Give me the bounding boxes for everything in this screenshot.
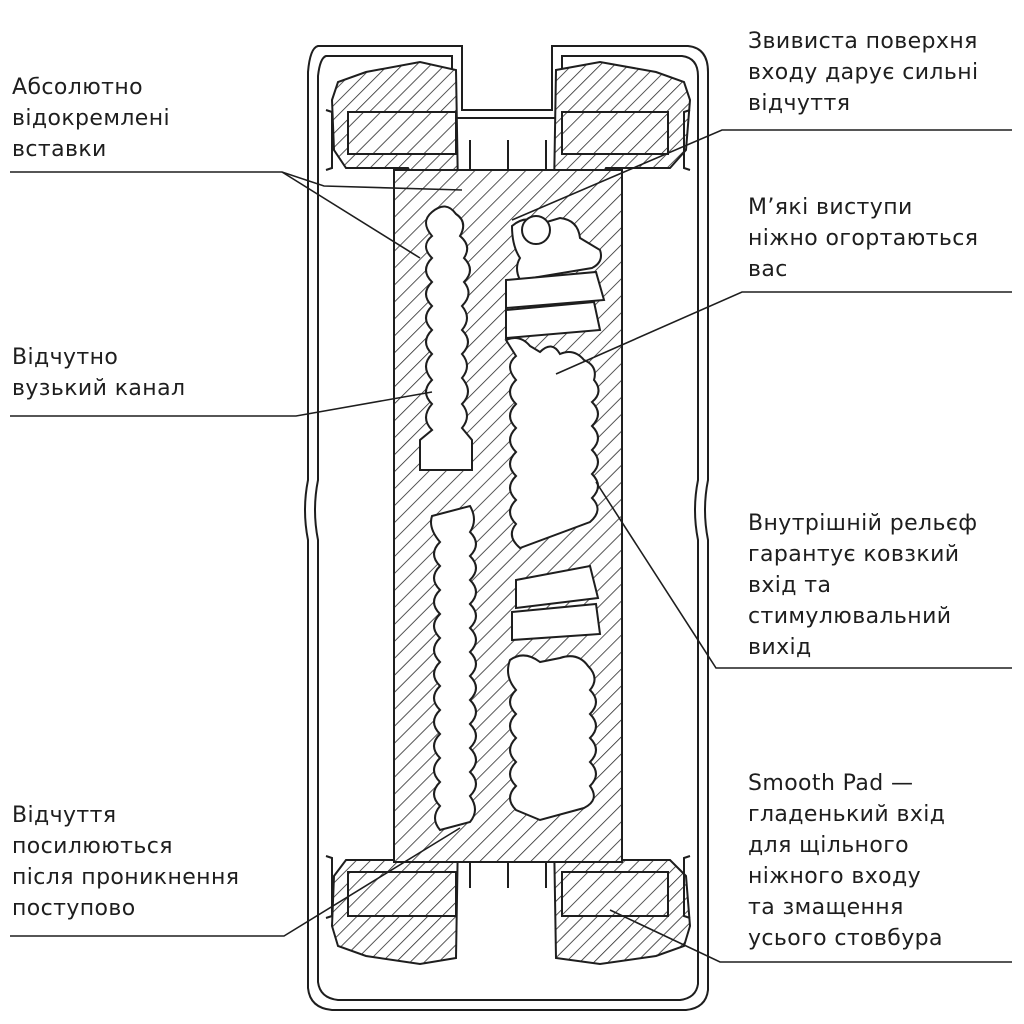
callout-line: М’які виступи bbox=[748, 195, 913, 220]
leader-inner-relief bbox=[595, 481, 1012, 669]
callout-sensations-increase: Відчуття посилюються після проникнення п… bbox=[12, 800, 239, 924]
callout-line: після проникнення bbox=[12, 865, 240, 890]
leader-separate-inserts-2 bbox=[281, 171, 421, 259]
callout-line: посилюються bbox=[12, 834, 173, 859]
callout-twisted-entrance: Звивиста поверхня входу дарує сильні від… bbox=[748, 26, 979, 119]
callout-line: та змащення bbox=[748, 895, 904, 920]
inner-canal bbox=[419, 205, 606, 832]
callout-line: вихід bbox=[748, 635, 812, 660]
callout-line: гарантує ковзкий bbox=[748, 542, 960, 567]
callout-line: стимулювальний bbox=[748, 604, 952, 629]
callout-line: ніжного входу bbox=[748, 864, 922, 889]
leader-separate-inserts bbox=[10, 171, 463, 191]
outer-casing bbox=[304, 45, 709, 1011]
callout-inner-relief: Внутрішній рельєф гарантує ковзкий вхід … bbox=[748, 508, 978, 663]
callout-line: гладенький вхід bbox=[748, 802, 946, 827]
leader-sensations-increase bbox=[10, 827, 461, 937]
callout-line: вас bbox=[748, 257, 788, 282]
callout-line: вхід та bbox=[748, 573, 832, 598]
leader-lines bbox=[10, 129, 1012, 963]
callout-line: усього стовбура bbox=[748, 926, 943, 951]
callout-line: Smooth Pad — bbox=[748, 771, 914, 796]
callout-line: Звивиста поверхня bbox=[748, 29, 978, 54]
leader-narrow-channel bbox=[10, 391, 433, 417]
callout-line: поступово bbox=[12, 896, 136, 921]
callout-line: Абсолютно bbox=[12, 75, 144, 100]
leader-smooth-pad bbox=[609, 909, 1012, 963]
callout-line: ніжно огортаються bbox=[748, 226, 979, 251]
callout-narrow-channel: Відчутно вузький канал bbox=[12, 342, 185, 404]
callout-line: вузький канал bbox=[12, 376, 186, 401]
callout-soft-bumps: М’які виступи ніжно огортаються вас bbox=[748, 192, 978, 285]
callout-line: Внутрішній рельєф bbox=[748, 511, 978, 536]
leader-twisted-entrance bbox=[511, 129, 1012, 221]
callout-separate-inserts: Абсолютно відокремлені вставки bbox=[12, 72, 170, 165]
callout-line: відокремлені bbox=[12, 106, 171, 131]
callout-line: для щільного bbox=[748, 833, 910, 858]
callout-smooth-pad: Smooth Pad — гладенький вхід для щільног… bbox=[748, 768, 945, 954]
callout-line: Відчуття bbox=[12, 803, 117, 828]
callout-line: вставки bbox=[12, 137, 107, 162]
leader-soft-bumps bbox=[555, 291, 1012, 375]
callout-line: входу дарує сильні bbox=[748, 60, 979, 85]
callout-line: відчуття bbox=[748, 91, 851, 116]
callout-line: Відчутно bbox=[12, 345, 119, 370]
